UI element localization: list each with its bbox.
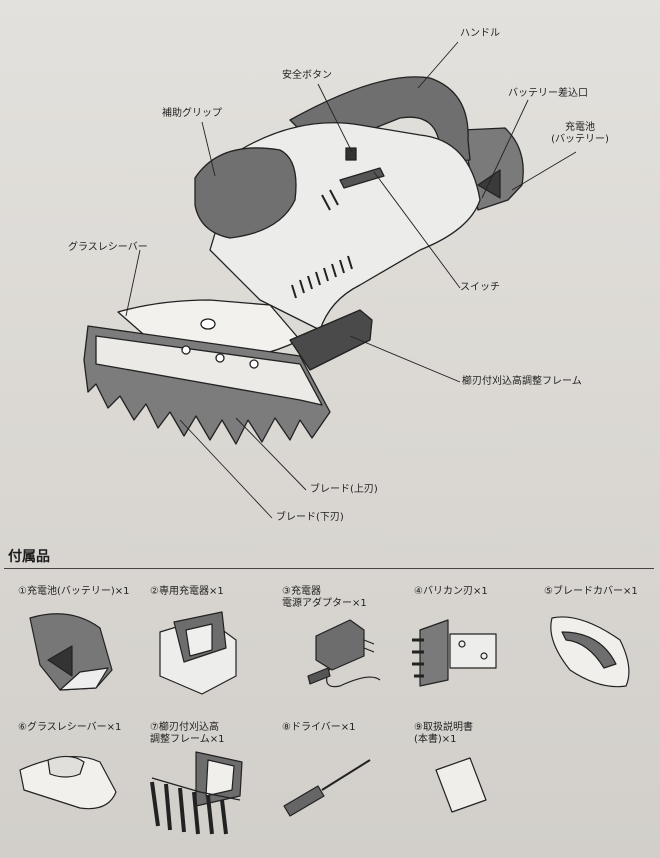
label-blade-upper: ブレード(上刃) <box>310 484 378 495</box>
accessory-label-5: ⑤ブレードカバー×1 <box>544 586 638 597</box>
accessory-label-7: ⑦櫛刃付刈込高 調整フレーム×1 <box>150 722 224 746</box>
label-grass-receiver: グラスレシーバー <box>68 242 148 253</box>
label-blade-lower: ブレード(下刃) <box>276 512 344 523</box>
screwdriver-icon <box>283 759 371 817</box>
accessory-label-2: ②専用充電器×1 <box>150 586 224 597</box>
label-aux-grip: 補助グリップ <box>162 108 222 119</box>
label-safety-button: 安全ボタン <box>282 70 332 81</box>
grass-receiver-icon <box>19 755 117 810</box>
accessory-label-9: ⑨取扱説明書 (本書)×1 <box>414 722 473 746</box>
comb-frame-icon <box>150 751 243 835</box>
clipper-blade-icon <box>412 619 497 687</box>
accessory-label-4: ④バリカン刃×1 <box>414 586 488 597</box>
accessory-label-3-line2: 電源アダプター×1 <box>282 598 367 609</box>
manual-icon <box>435 757 487 813</box>
accessory-label-3: ③充電器 電源アダプター×1 <box>282 586 367 610</box>
label-battery-line2: (バッテリー) <box>551 134 609 145</box>
label-battery-line1: 充電池 <box>565 122 595 133</box>
accessory-label-7-line2: 調整フレーム×1 <box>150 734 225 745</box>
label-battery: 充電池 (バッテリー) <box>548 122 612 146</box>
accessory-label-9-line2: (本書)×1 <box>414 734 457 745</box>
accessories-title: 付属品 <box>8 549 50 565</box>
accessory-label-3-line1: ③充電器 <box>282 586 321 597</box>
accessory-label-9-line1: ⑨取扱説明書 <box>414 722 473 733</box>
charger-base-icon <box>159 611 237 695</box>
label-battery-slot: バッテリー差込口 <box>508 88 588 99</box>
accessory-label-6: ⑥グラスレシーバー×1 <box>18 722 122 733</box>
accessory-label-7-line1: ⑦櫛刃付刈込高 <box>150 722 219 733</box>
label-comb-frame: 櫛刃付刈込高調整フレーム <box>462 376 582 387</box>
comb-frame-shape <box>289 309 373 371</box>
accessory-label-8: ⑧ドライバー×1 <box>282 722 356 733</box>
power-adapter-icon <box>307 619 381 688</box>
label-switch: スイッチ <box>460 282 500 293</box>
aux-grip-shape <box>194 147 297 239</box>
accessory-label-1: ①充電池(バッテリー)×1 <box>18 586 130 597</box>
shear-diagram <box>83 41 577 519</box>
blade-cover-icon <box>550 616 630 688</box>
battery-pack-icon <box>29 613 113 691</box>
accessories-divider <box>4 568 654 569</box>
label-handle: ハンドル <box>460 28 500 39</box>
